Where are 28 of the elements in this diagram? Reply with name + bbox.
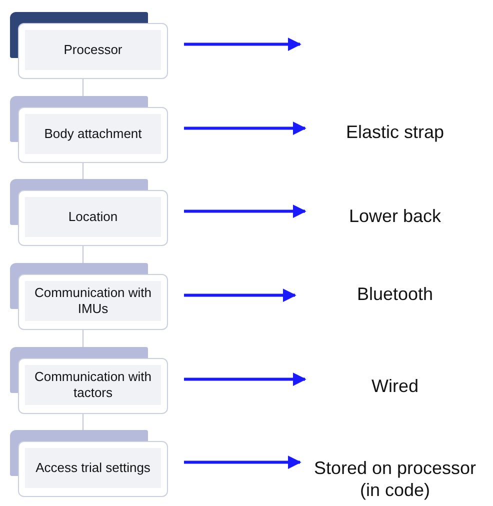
arrow bbox=[184, 372, 306, 386]
box-label: Communication with tactors bbox=[33, 369, 153, 401]
process-box bbox=[18, 358, 168, 414]
process-box bbox=[18, 441, 168, 497]
output-label: Elastic strap bbox=[346, 120, 444, 144]
box-label: Body attachment bbox=[44, 126, 142, 142]
connector-line bbox=[82, 414, 84, 430]
output-label: Lower back bbox=[348, 204, 442, 228]
connector-line bbox=[82, 79, 84, 96]
arrow bbox=[184, 204, 306, 218]
connector-line bbox=[82, 330, 84, 347]
connector-line bbox=[82, 246, 84, 263]
process-box bbox=[18, 274, 168, 330]
output-label: Wired bbox=[371, 374, 418, 398]
arrow bbox=[184, 38, 302, 52]
box-label: Location bbox=[68, 209, 118, 225]
arrow bbox=[184, 456, 302, 470]
process-box bbox=[18, 190, 168, 246]
output-label: Stored on processor (in code) bbox=[305, 456, 485, 502]
process-box bbox=[18, 23, 168, 79]
arrow bbox=[184, 288, 296, 302]
arrow bbox=[184, 122, 306, 136]
process-box bbox=[18, 107, 168, 163]
box-label: Processor bbox=[64, 42, 122, 58]
box-label: Communication with IMUs bbox=[33, 285, 153, 317]
connector-line bbox=[82, 163, 84, 179]
box-label: Access trial settings bbox=[36, 460, 150, 476]
output-label: Bluetooth bbox=[356, 282, 434, 306]
